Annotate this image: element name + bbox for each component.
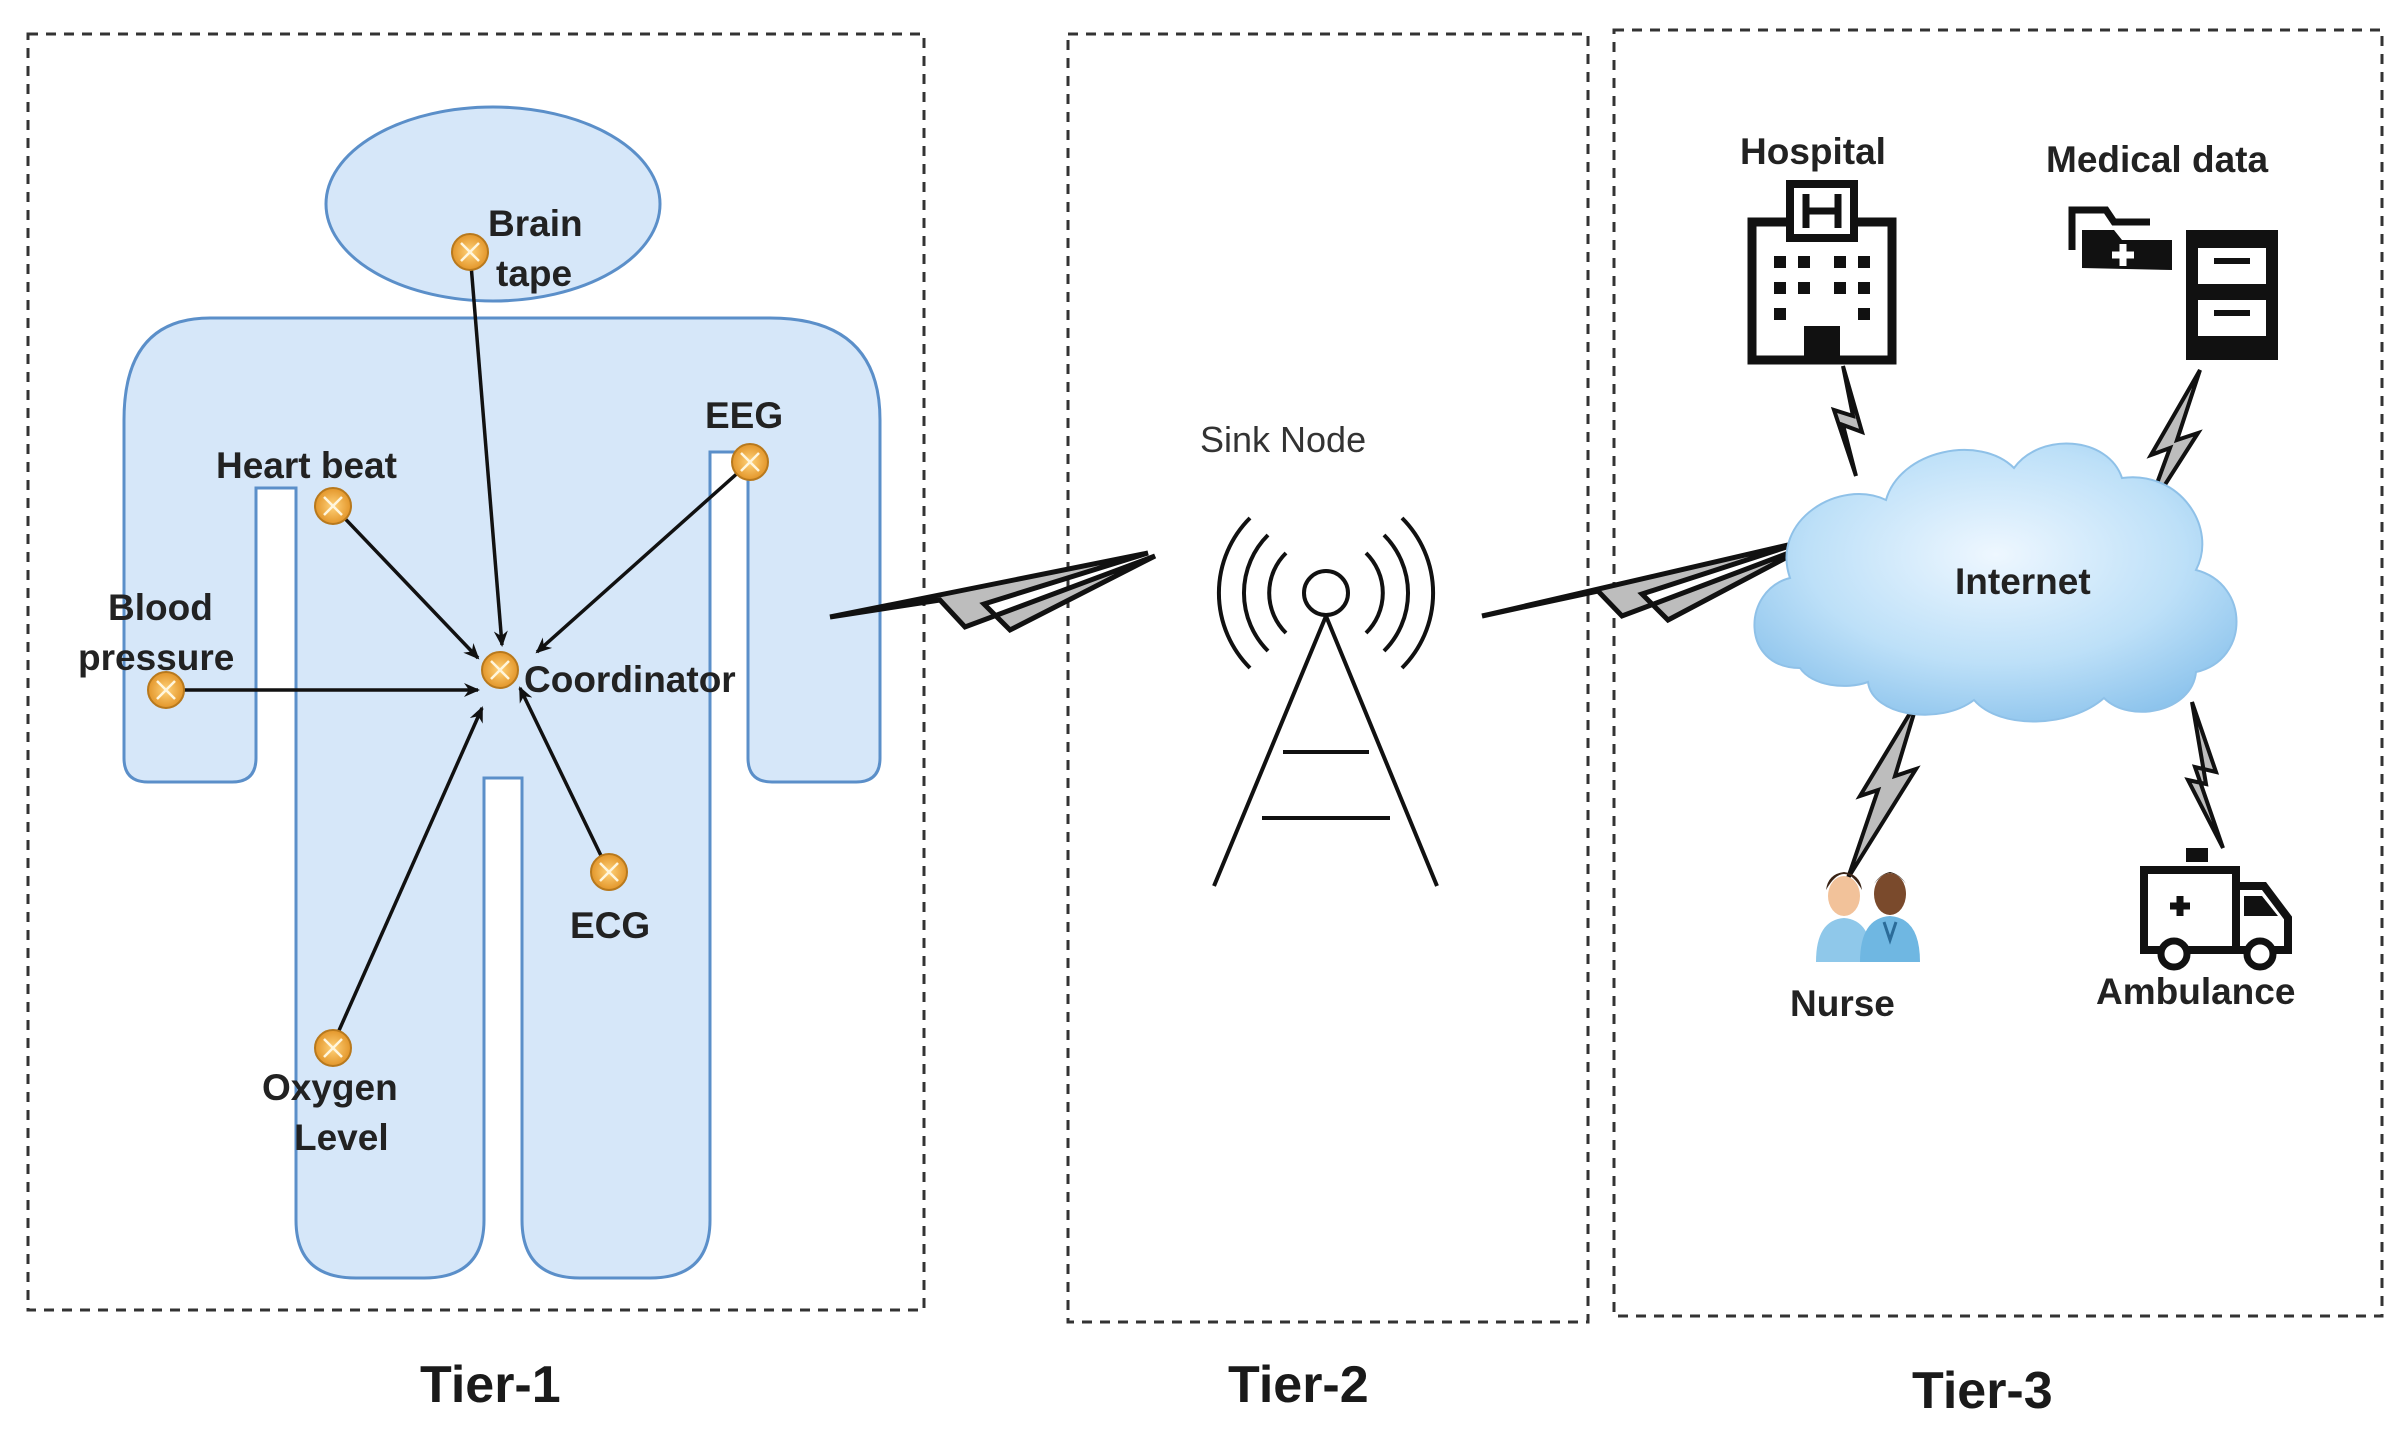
wireless-link-ambulance-icon [2184,701,2225,849]
wireless-link-hospital-icon [1830,365,1866,477]
label-oxygen-line2: Level [294,1117,389,1158]
sensor-blood-icon [147,671,185,709]
label-ambulance: Ambulance [2096,971,2295,1012]
sensor-coordinator-icon [481,651,519,689]
sensor-oxygen-icon [314,1029,352,1067]
wireless-link-nurse-icon [1846,698,1921,880]
tier3-box [1612,28,2384,1318]
label-tier2: Tier-2 [1228,1356,1369,1414]
label-tier1: Tier-1 [420,1356,561,1414]
label-hospital: Hospital [1740,131,1886,172]
sensor-brain-icon [451,233,489,271]
internet-cloud-icon [1753,442,2238,723]
sensor-ecg-icon [590,853,628,891]
label-blood-line1: Blood [108,587,213,628]
body-torso [122,316,882,1280]
body-head [324,105,662,303]
arrow-ecg [518,686,608,867]
label-tier3: Tier-3 [1912,1362,2053,1420]
arrow-brain [468,251,508,647]
label-sink-node: Sink Node [1200,419,1366,460]
label-eeg: EEG [705,395,783,436]
human-body [122,105,882,1280]
ambulance-icon [2140,848,2292,971]
sink-node-tower-icon [1212,516,1439,887]
arrow-eeg [535,460,752,654]
medical-records-icon [2068,206,2278,360]
arrow-heart [331,504,480,660]
sensor-eeg-icon [731,443,769,481]
nurse-doctor-icon [1816,872,1920,962]
label-brain-line1: Brain [488,203,583,244]
sensor-heart-icon [314,487,352,525]
label-blood-line2: pressure [78,637,234,678]
label-medical-data: Medical data [2046,139,2268,180]
label-coordinator: Coordinator [524,659,736,700]
label-internet: Internet [1955,561,2091,602]
arrow-oxygen [331,706,484,1045]
hospital-building-icon [1747,180,1897,365]
label-ecg: ECG [570,905,650,946]
tier2-box [1066,32,1590,1324]
wireless-link-tier2-tier3-icon [1481,538,1812,624]
label-nurse: Nurse [1790,983,1895,1024]
tier1-box [26,32,926,1312]
label-heart-beat: Heart beat [216,445,397,486]
label-oxygen-line1: Oxygen [262,1067,398,1108]
wireless-link-tier1-tier2-icon [829,550,1157,634]
label-brain-line2: tape [496,253,572,294]
